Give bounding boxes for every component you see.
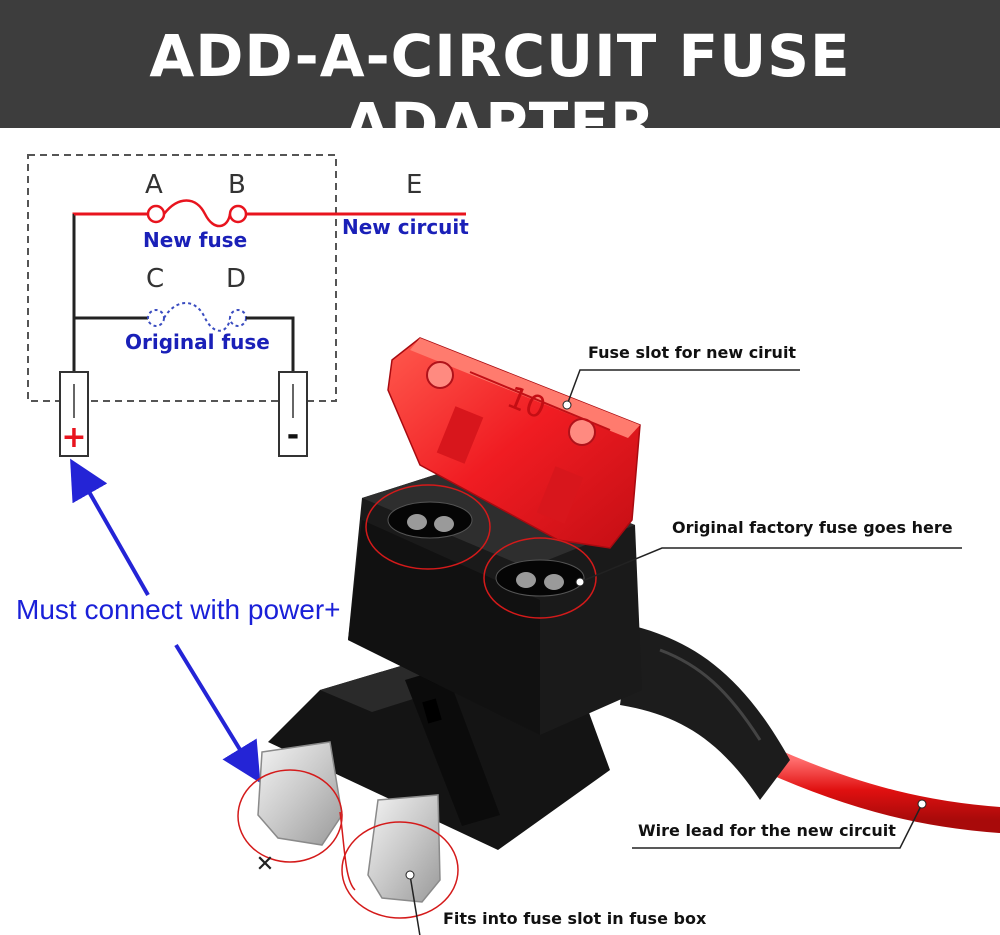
label-point-b: B (228, 170, 246, 200)
callout-wire-lead: Wire lead for the new circuit (638, 821, 896, 840)
page-title: ADD-A-CIRCUIT FUSE ADAPTER (149, 22, 851, 158)
fuse-adapter-product: 10 (257, 337, 1000, 903)
terminal-b-icon (228, 204, 248, 224)
original-slot-left-icon (387, 501, 473, 539)
plus-blade (257, 741, 343, 846)
terminal-d-icon (229, 309, 247, 327)
label-point-a: A (145, 170, 163, 200)
original-fuse-link-icon (163, 302, 231, 332)
plus-terminal-sign: + (61, 420, 87, 455)
original-slot-right-icon (495, 559, 585, 597)
red-wire (757, 747, 1000, 833)
label-new-fuse: New fuse (143, 228, 248, 252)
highlight-right-socket-icon (483, 537, 597, 619)
label-original-fuse: Original fuse (125, 330, 270, 354)
highlight-plus-blade-icon (237, 769, 343, 863)
arrow-up-icon (70, 458, 150, 596)
label-point-e: E (406, 170, 423, 200)
wire-boot (620, 625, 790, 800)
callout-fits-slot: Fits into fuse slot in fuse box (443, 909, 707, 928)
fuse-link-icon (163, 199, 232, 228)
label-point-d: D (226, 264, 247, 294)
highlight-minus-blade-icon (341, 821, 459, 919)
red-fuse (387, 337, 641, 549)
minus-blade (367, 794, 441, 903)
terminal-c-icon (147, 309, 165, 327)
dashed-enclosure (27, 154, 337, 402)
label-point-c: C (146, 264, 165, 294)
highlight-left-socket-icon (365, 484, 491, 570)
circuit-schematic (27, 154, 466, 457)
fuse-contact-left-icon (426, 361, 454, 389)
terminal-a-icon (146, 204, 166, 224)
callout-original-slot: Original factory fuse goes here (672, 518, 953, 537)
minus-terminal-sign: - (286, 418, 300, 453)
callout-new-slot: Fuse slot for new ciruit (588, 343, 797, 362)
arrow-down-icon (174, 643, 261, 784)
power-note: Must connect with power+ (16, 594, 341, 625)
title-banner: ADD-A-CIRCUIT FUSE ADAPTER (0, 0, 1000, 158)
label-new-circuit: New circuit (342, 215, 469, 239)
callout-lines (409, 369, 962, 935)
